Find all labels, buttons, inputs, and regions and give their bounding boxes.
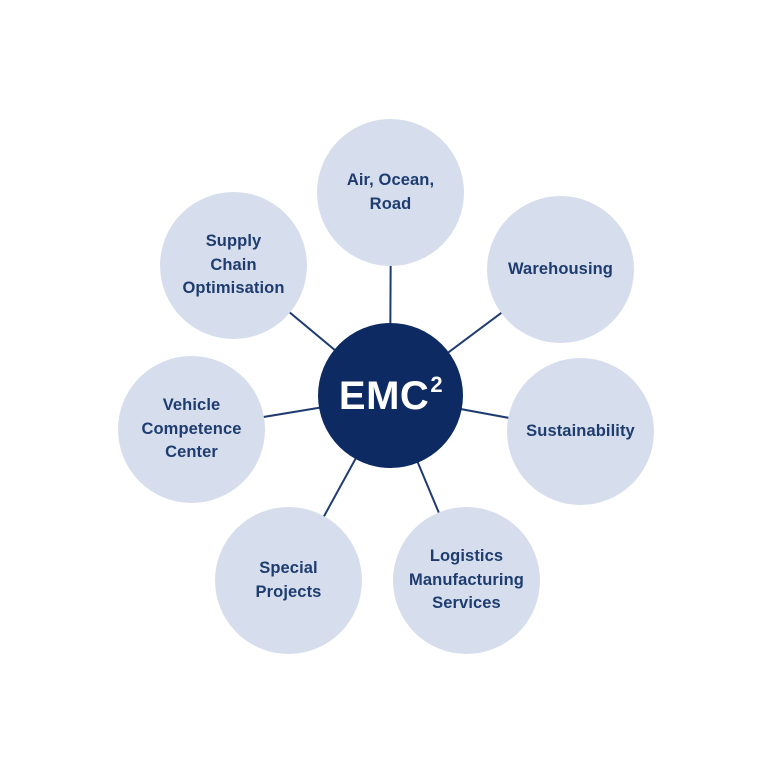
node-air-ocean-road: Air, Ocean, Road: [317, 119, 464, 266]
node-special-projects: Special Projects: [215, 507, 362, 654]
node-label-air-ocean-road: Air, Ocean, Road: [346, 171, 435, 213]
node-label-supply-chain-optimisation: Supply Chain Optimisation: [182, 232, 285, 298]
center-node-text: EMC: [338, 373, 430, 418]
center-node-emc2: EMC2: [318, 323, 463, 468]
node-vehicle-competence-center: Vehicle Competence Center: [118, 356, 265, 503]
node-label-logistics-manufacturing-services: Logistics Manufacturing Services: [409, 547, 524, 613]
node-supply-chain-optimisation: Supply Chain Optimisation: [160, 192, 307, 339]
center-node-label: EMC2: [338, 373, 443, 418]
center-node-superscript: 2: [430, 372, 444, 398]
node-warehousing: Warehousing: [487, 196, 634, 343]
node-label-warehousing: Warehousing: [508, 259, 613, 278]
node-label-sustainability: Sustainability: [526, 421, 635, 440]
node-label-special-projects: Special Projects: [255, 559, 322, 601]
node-sustainability: Sustainability: [507, 358, 654, 505]
node-logistics-manufacturing-services: Logistics Manufacturing Services: [393, 507, 540, 654]
node-label-vehicle-competence-center: Vehicle Competence Center: [141, 396, 242, 462]
